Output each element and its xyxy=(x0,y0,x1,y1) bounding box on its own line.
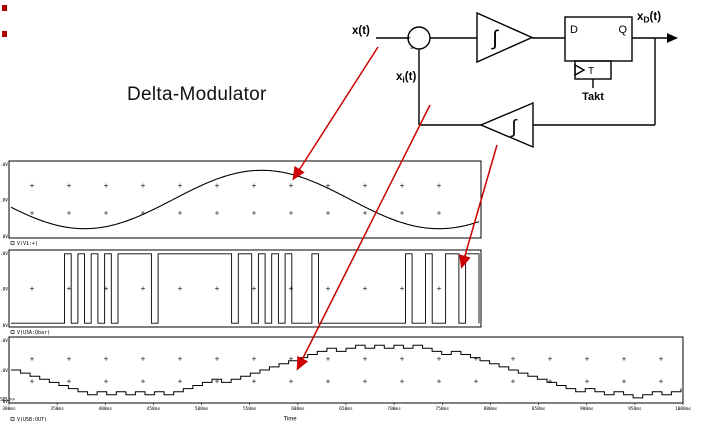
feedback-signal-label: xi(t) xyxy=(396,71,416,85)
output-label-main: x xyxy=(637,11,644,23)
time-tick-label: 950ms xyxy=(628,406,642,412)
slide-marker-icon xyxy=(2,5,7,11)
sum-plus-sign: + xyxy=(406,33,411,43)
page-title: Delta-Modulator xyxy=(127,84,267,105)
slide-marker-icon xyxy=(2,31,7,37)
time-tick-label: 300ms xyxy=(2,406,16,412)
time-tick-label: 800ms xyxy=(484,406,498,412)
feedback-label-rest: (t) xyxy=(405,71,417,83)
circuit-diagram: x(t) + - ∫ D Q T Takt ∫ xD(t) xi(t) xyxy=(2,5,679,371)
y-axis-label: 2.0V xyxy=(0,162,8,168)
time-tick-label: 750ms xyxy=(436,406,450,412)
input-sine-trace xyxy=(10,169,480,230)
y-axis-label: 0V xyxy=(3,323,9,329)
integrator-trace xyxy=(11,344,682,399)
time-tick-label: 700ms xyxy=(387,406,401,412)
output-signal-label: xD(t) xyxy=(637,11,661,25)
time-tick-label: 900ms xyxy=(580,406,594,412)
y-axis-label: 0V xyxy=(3,234,9,240)
time-tick-label: 500ms xyxy=(195,406,209,412)
plot-frame-3 xyxy=(8,336,684,404)
time-tick-label: 600ms xyxy=(291,406,305,412)
time-tick-label: 550ms xyxy=(243,406,257,412)
sum-minus-sign: - xyxy=(410,43,413,54)
y-axis-label: 0V xyxy=(3,399,9,405)
plots-layer: 2.0V 1.0V 0V 2.0V 1.0V 0V 2.0V 1.0V 0V V(V1:+) V(U… xyxy=(0,160,692,423)
trace-label: V(V1:+) xyxy=(17,241,38,247)
trace-marker-icon xyxy=(10,241,15,245)
circuit-wires xyxy=(376,11,679,149)
time-tick-label: 350ms xyxy=(50,406,64,412)
clock-signal-label: Takt xyxy=(582,91,604,103)
feedback-label-sub: i xyxy=(402,75,404,85)
comparator-symbol: ∫ xyxy=(491,27,499,50)
sel-marker: SEL>> xyxy=(0,397,15,403)
time-tick-label: 850ms xyxy=(532,406,546,412)
trace-label: V(U3A:Qbar) xyxy=(17,330,50,336)
time-tick-label: 450ms xyxy=(147,406,161,412)
feedback-label-main: x xyxy=(396,71,403,83)
clock-edge-icon xyxy=(574,63,586,77)
integrator-symbol: ∫ xyxy=(510,117,518,138)
annotation-arrow-input-to-plot1 xyxy=(292,46,379,181)
time-axis-title: Time xyxy=(283,417,297,423)
comparator xyxy=(476,11,534,64)
trace-label: V(U5B:OUT) xyxy=(17,417,47,423)
y-axis-label: 2.0V xyxy=(0,338,8,344)
annotation-arrow-output-to-plot2 xyxy=(459,144,498,269)
output-label-rest: (t) xyxy=(650,11,662,23)
annotation-arrow-feedback-to-plot3 xyxy=(296,104,431,371)
time-tick-label: 400ms xyxy=(99,406,113,412)
y-axis-label: 2.0V xyxy=(0,251,8,257)
plot-frame-2 xyxy=(8,249,482,328)
ff-d-label: D xyxy=(570,24,578,36)
circuit-labels: x(t) + - ∫ D Q T Takt ∫ xD(t) xi(t) xyxy=(352,11,661,138)
input-signal-label: x(t) xyxy=(352,25,370,37)
output-label-sub: D xyxy=(643,15,649,25)
y-axis-label: 1.0V xyxy=(0,287,8,293)
trace-marker-icon xyxy=(10,330,15,334)
plot-frame-1 xyxy=(8,160,482,239)
annotation-arrows xyxy=(292,46,498,371)
time-tick-label: 1000ms xyxy=(675,406,692,412)
trace-marker-icon xyxy=(10,417,15,421)
time-tick-label: 650ms xyxy=(339,406,353,412)
y-axis-label: 1.0V xyxy=(0,198,8,204)
ff-q-label: Q xyxy=(618,24,627,36)
ff-t-label: T xyxy=(588,66,594,77)
y-axis-label: 1.0V xyxy=(0,368,8,374)
bitstream-trace xyxy=(11,253,480,324)
integrator xyxy=(479,101,534,149)
